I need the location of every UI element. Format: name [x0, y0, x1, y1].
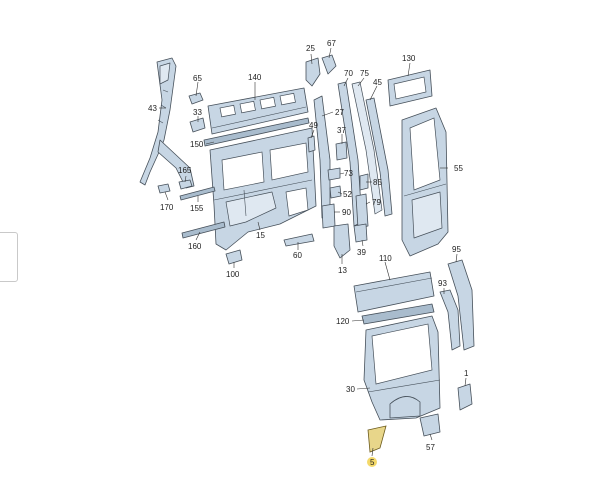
callout-75[interactable]: 75	[360, 69, 369, 78]
part-27[interactable]	[313, 95, 331, 219]
leader-lines	[159, 47, 467, 457]
part-93[interactable]	[439, 289, 461, 351]
callout-120[interactable]: 120	[336, 317, 350, 326]
callout-90[interactable]: 90	[342, 208, 351, 217]
callout-85[interactable]: 85	[373, 178, 382, 187]
callout-155[interactable]: 155	[190, 204, 204, 213]
part-85[interactable]	[359, 173, 369, 191]
callout-160[interactable]: 160	[188, 242, 202, 251]
callout-39[interactable]: 39	[357, 248, 366, 257]
callout-100[interactable]: 100	[226, 270, 240, 279]
part-155[interactable]	[179, 186, 216, 201]
callout-13[interactable]: 13	[338, 266, 347, 275]
part-30[interactable]	[363, 315, 441, 421]
side-panel-tab[interactable]	[0, 232, 18, 282]
part-130[interactable]	[387, 69, 433, 107]
part-1[interactable]	[457, 383, 473, 411]
callout-43[interactable]: 43	[148, 104, 157, 113]
callout-25[interactable]: 25	[306, 44, 315, 53]
part-79[interactable]	[355, 193, 369, 229]
callout-95[interactable]: 95	[452, 245, 461, 254]
part-15[interactable]	[209, 127, 317, 251]
callout-55[interactable]: 55	[454, 164, 463, 173]
part-60[interactable]	[283, 233, 315, 247]
callout-60[interactable]: 60	[293, 251, 302, 260]
callout-79[interactable]: 79	[372, 198, 381, 207]
callout-150[interactable]: 150	[190, 140, 204, 149]
callout-5-badge	[367, 457, 377, 467]
callout-27[interactable]: 27	[335, 108, 344, 117]
part-13[interactable]	[333, 223, 351, 259]
callout-37[interactable]: 37	[337, 126, 346, 135]
callout-33[interactable]: 33	[193, 108, 202, 117]
part-52[interactable]	[329, 185, 342, 199]
part-25[interactable]	[305, 57, 321, 87]
callout-93[interactable]: 93	[438, 279, 447, 288]
part-170[interactable]	[157, 183, 171, 194]
part-39[interactable]	[353, 223, 368, 243]
callout-130[interactable]: 130	[402, 54, 416, 63]
callout-140[interactable]: 140	[248, 73, 262, 82]
callout-15[interactable]: 15	[256, 231, 265, 240]
callout-170[interactable]: 170	[160, 203, 174, 212]
callout-45[interactable]: 45	[373, 78, 382, 87]
part-5-highlighted[interactable]	[367, 425, 387, 453]
part-75[interactable]	[351, 81, 383, 215]
callout-70[interactable]: 70	[344, 69, 353, 78]
callout-67[interactable]: 67	[327, 39, 336, 48]
callout-52[interactable]: 52	[343, 190, 352, 199]
part-100[interactable]	[225, 249, 243, 265]
part-57[interactable]	[419, 413, 441, 437]
callout-57[interactable]: 57	[426, 443, 435, 452]
callout-1[interactable]: 1	[464, 369, 469, 378]
part-90[interactable]	[321, 203, 336, 229]
callout-73[interactable]: 73	[344, 169, 353, 178]
part-37[interactable]	[335, 141, 348, 161]
callout-30[interactable]: 30	[346, 385, 355, 394]
part-33[interactable]	[189, 117, 206, 133]
callout-5[interactable]: 5	[370, 458, 375, 467]
part-150[interactable]	[203, 117, 310, 147]
callout-labels: 25 67 130 65 140 70 75 45 43 33 27 49 37…	[148, 39, 469, 467]
part-67[interactable]	[321, 54, 337, 75]
part-120[interactable]	[361, 303, 435, 325]
part-45[interactable]	[365, 97, 393, 217]
part-160[interactable]	[181, 221, 226, 239]
part-165[interactable]	[178, 179, 193, 190]
part-95[interactable]	[447, 259, 475, 351]
part-73[interactable]	[327, 167, 341, 181]
part-140[interactable]	[207, 87, 309, 135]
callout-165[interactable]: 165	[178, 166, 192, 175]
callout-65[interactable]: 65	[193, 74, 202, 83]
part-55[interactable]	[401, 107, 449, 257]
callout-110[interactable]: 110	[379, 254, 392, 263]
callout-49[interactable]: 49	[309, 121, 318, 130]
part-110[interactable]	[353, 271, 435, 313]
part-49[interactable]	[307, 135, 316, 153]
